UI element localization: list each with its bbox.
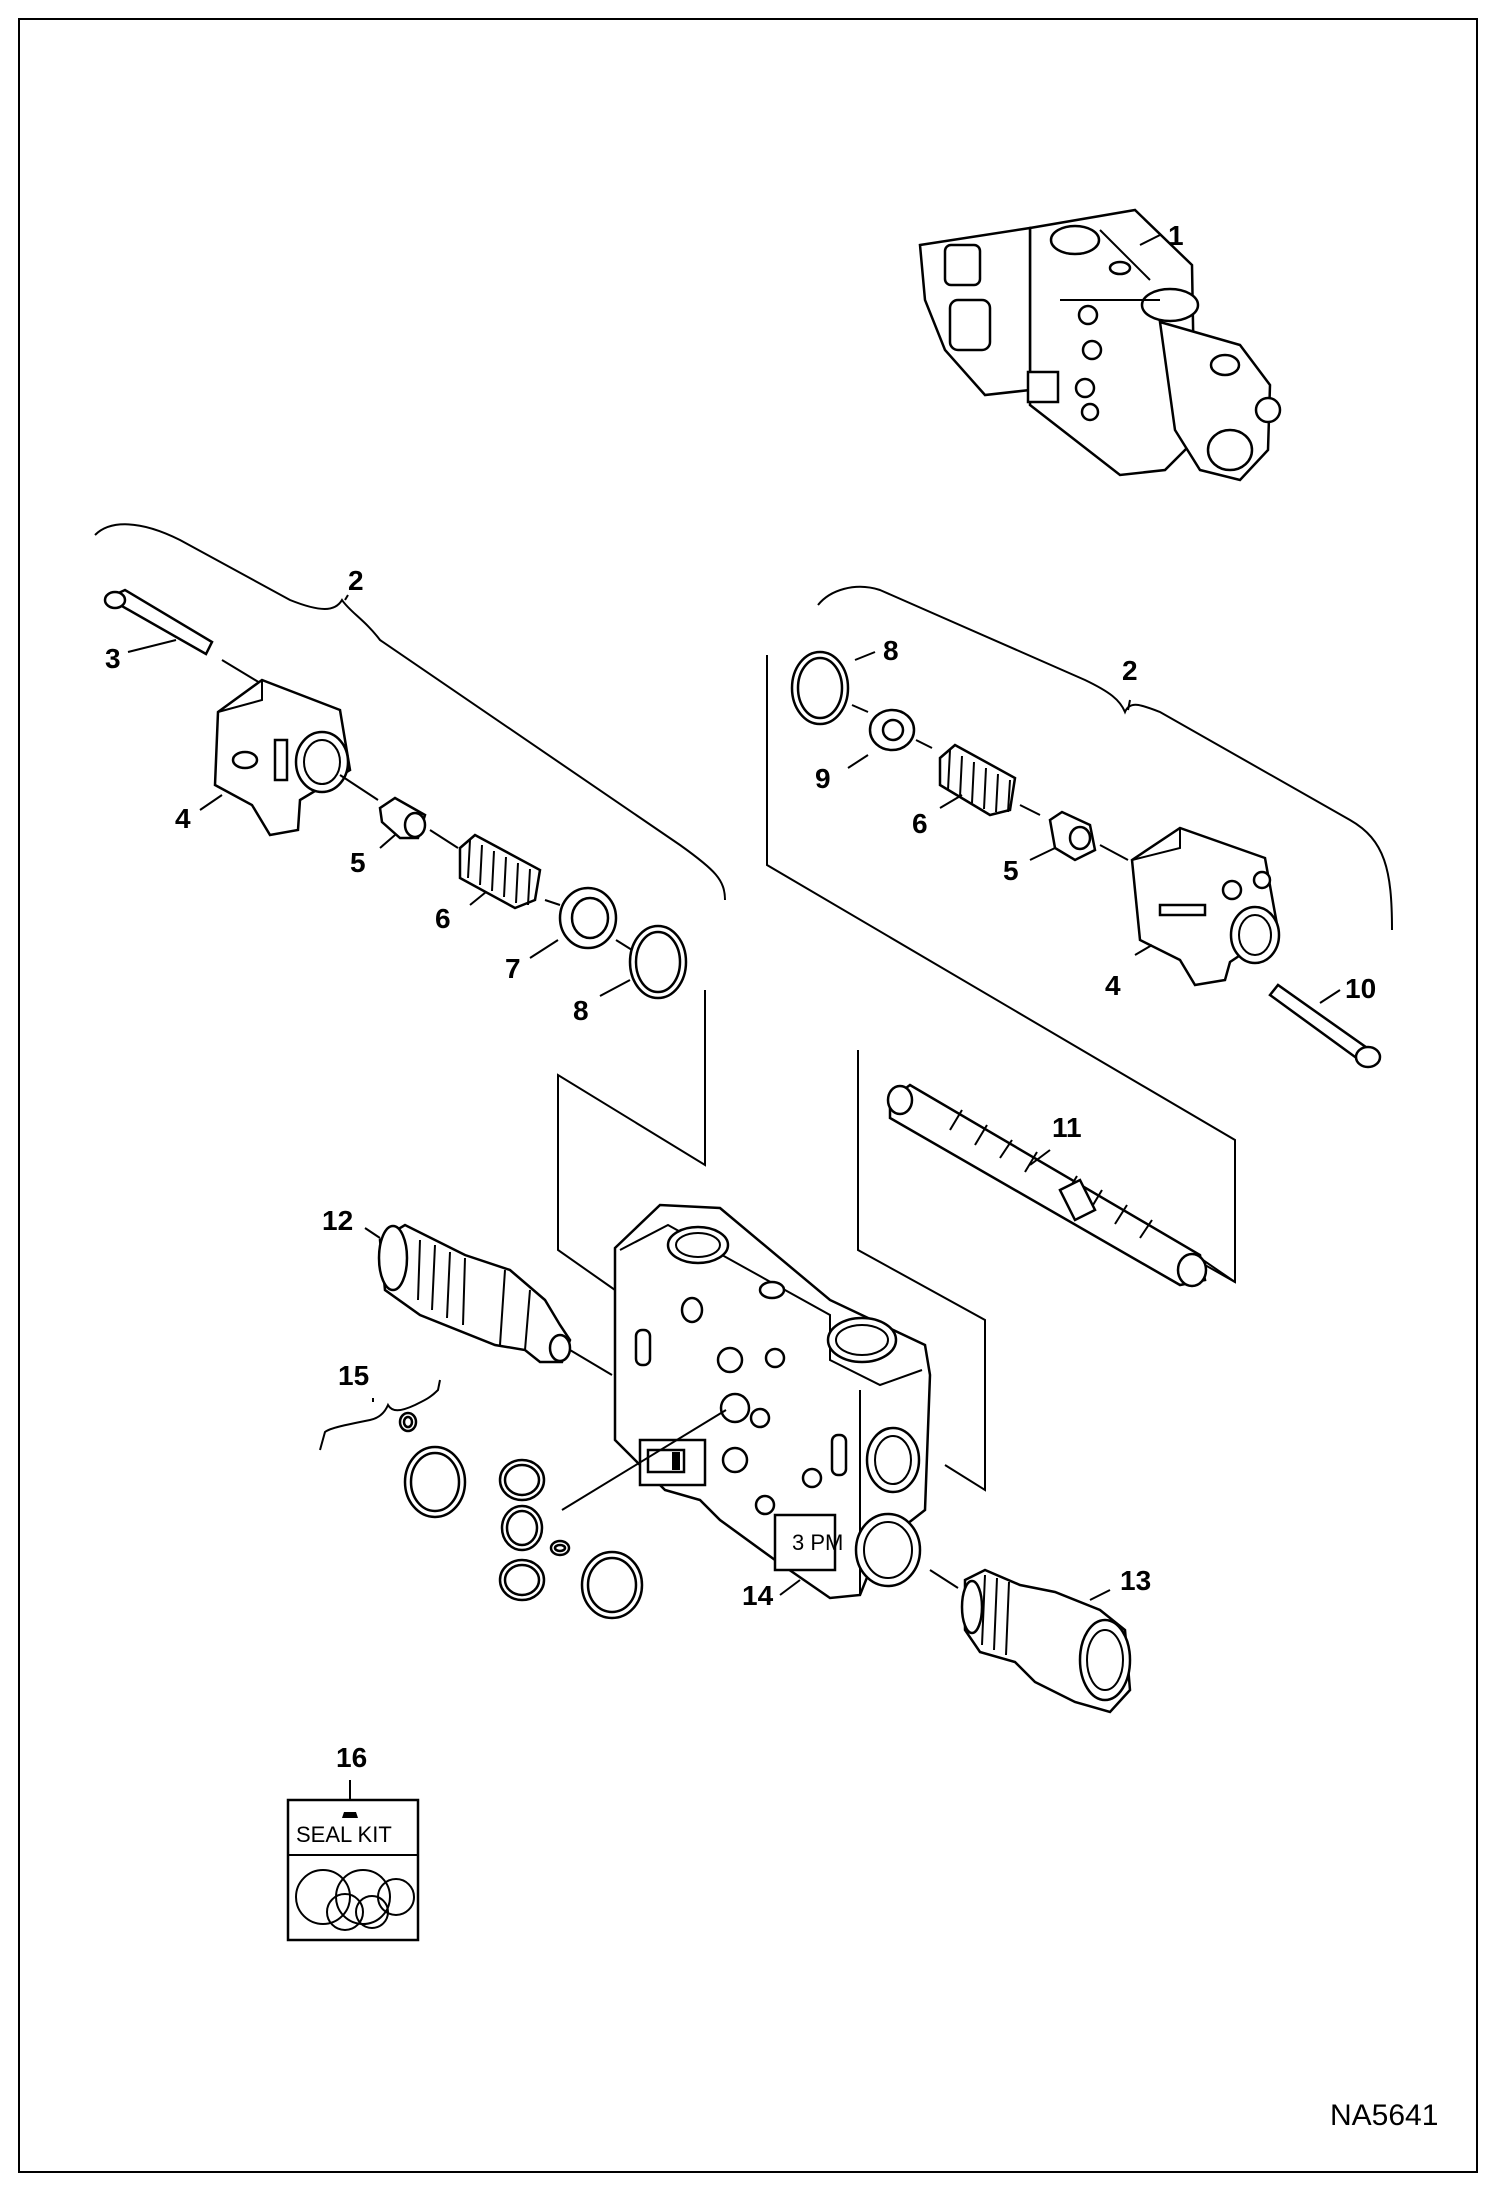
bracket-2-right: 2 [817, 585, 1393, 931]
seal-kit-ring-5 [355, 1895, 389, 1929]
part-6-right-spring: 6 [912, 743, 1041, 839]
seal-kit-ring-4 [326, 1893, 364, 1931]
callout-4-left: 4 [175, 803, 191, 834]
callout-8-right: 8 [883, 635, 899, 666]
callout-8-left: 8 [573, 995, 589, 1026]
callout-15: 15 [338, 1360, 369, 1391]
drawing-border [18, 18, 1478, 2173]
callout-1: 1 [1168, 220, 1184, 251]
part-8-left-o-ring: 8 [573, 924, 688, 1026]
part-4-right-spring-cap: 4 [1105, 826, 1281, 1001]
seal-kit-label: SEAL KIT [296, 1822, 392, 1847]
callout-5-right: 5 [1003, 855, 1019, 886]
callout-11: 11 [1052, 1112, 1082, 1143]
alignment-lines [557, 655, 1236, 1492]
part-9-washer: 9 [815, 708, 933, 794]
callout-7: 7 [505, 953, 521, 984]
part-15-seals: 15 [319, 1360, 727, 1620]
part-4-left-spring-cap: 4 [175, 678, 379, 837]
part-8-right-o-ring: 8 [790, 635, 899, 726]
part-13-fitting: 13 [929, 1565, 1151, 1714]
callout-6-right: 6 [912, 808, 928, 839]
part-5-right-spring-seat: 5 [1003, 810, 1129, 886]
callout-9: 9 [815, 763, 831, 794]
bracket-2-left: 2 [94, 523, 726, 901]
callout-5-left: 5 [350, 847, 366, 878]
part-5-left-spring-seat: 5 [350, 796, 427, 878]
callout-3: 3 [105, 643, 121, 674]
callout-2-right: 2 [1122, 655, 1138, 686]
part-3-bolt: 3 [103, 588, 281, 696]
part-12-relief-cartridge: 12 [322, 1205, 613, 1376]
callout-16: 16 [336, 1742, 367, 1773]
part-16-seal-kit[interactable]: 16 SEAL KIT [286, 1742, 420, 1942]
part-6-left-spring: 6 [429, 829, 542, 934]
part-14-valve-body: 3 PM 14 [613, 1203, 932, 1611]
part-11-spool: 11 [886, 1083, 1208, 1288]
callout-13: 13 [1120, 1565, 1151, 1596]
callout-14: 14 [742, 1580, 774, 1611]
part-10-bolt: 10 [1268, 973, 1382, 1069]
part-7-spacer: 7 [505, 886, 618, 984]
callout-2-left: 2 [348, 565, 364, 596]
callout-12: 12 [322, 1205, 353, 1236]
seal-kit-ring-1 [295, 1869, 351, 1925]
callout-6-left: 6 [435, 903, 451, 934]
callout-4-right: 4 [1105, 970, 1121, 1001]
block-marking: 3 PM [792, 1530, 843, 1555]
callout-10: 10 [1345, 973, 1376, 1004]
drawing-reference: NA5641 [1330, 2099, 1438, 2132]
part-1-valve-section-assembly: 1 [918, 208, 1282, 482]
